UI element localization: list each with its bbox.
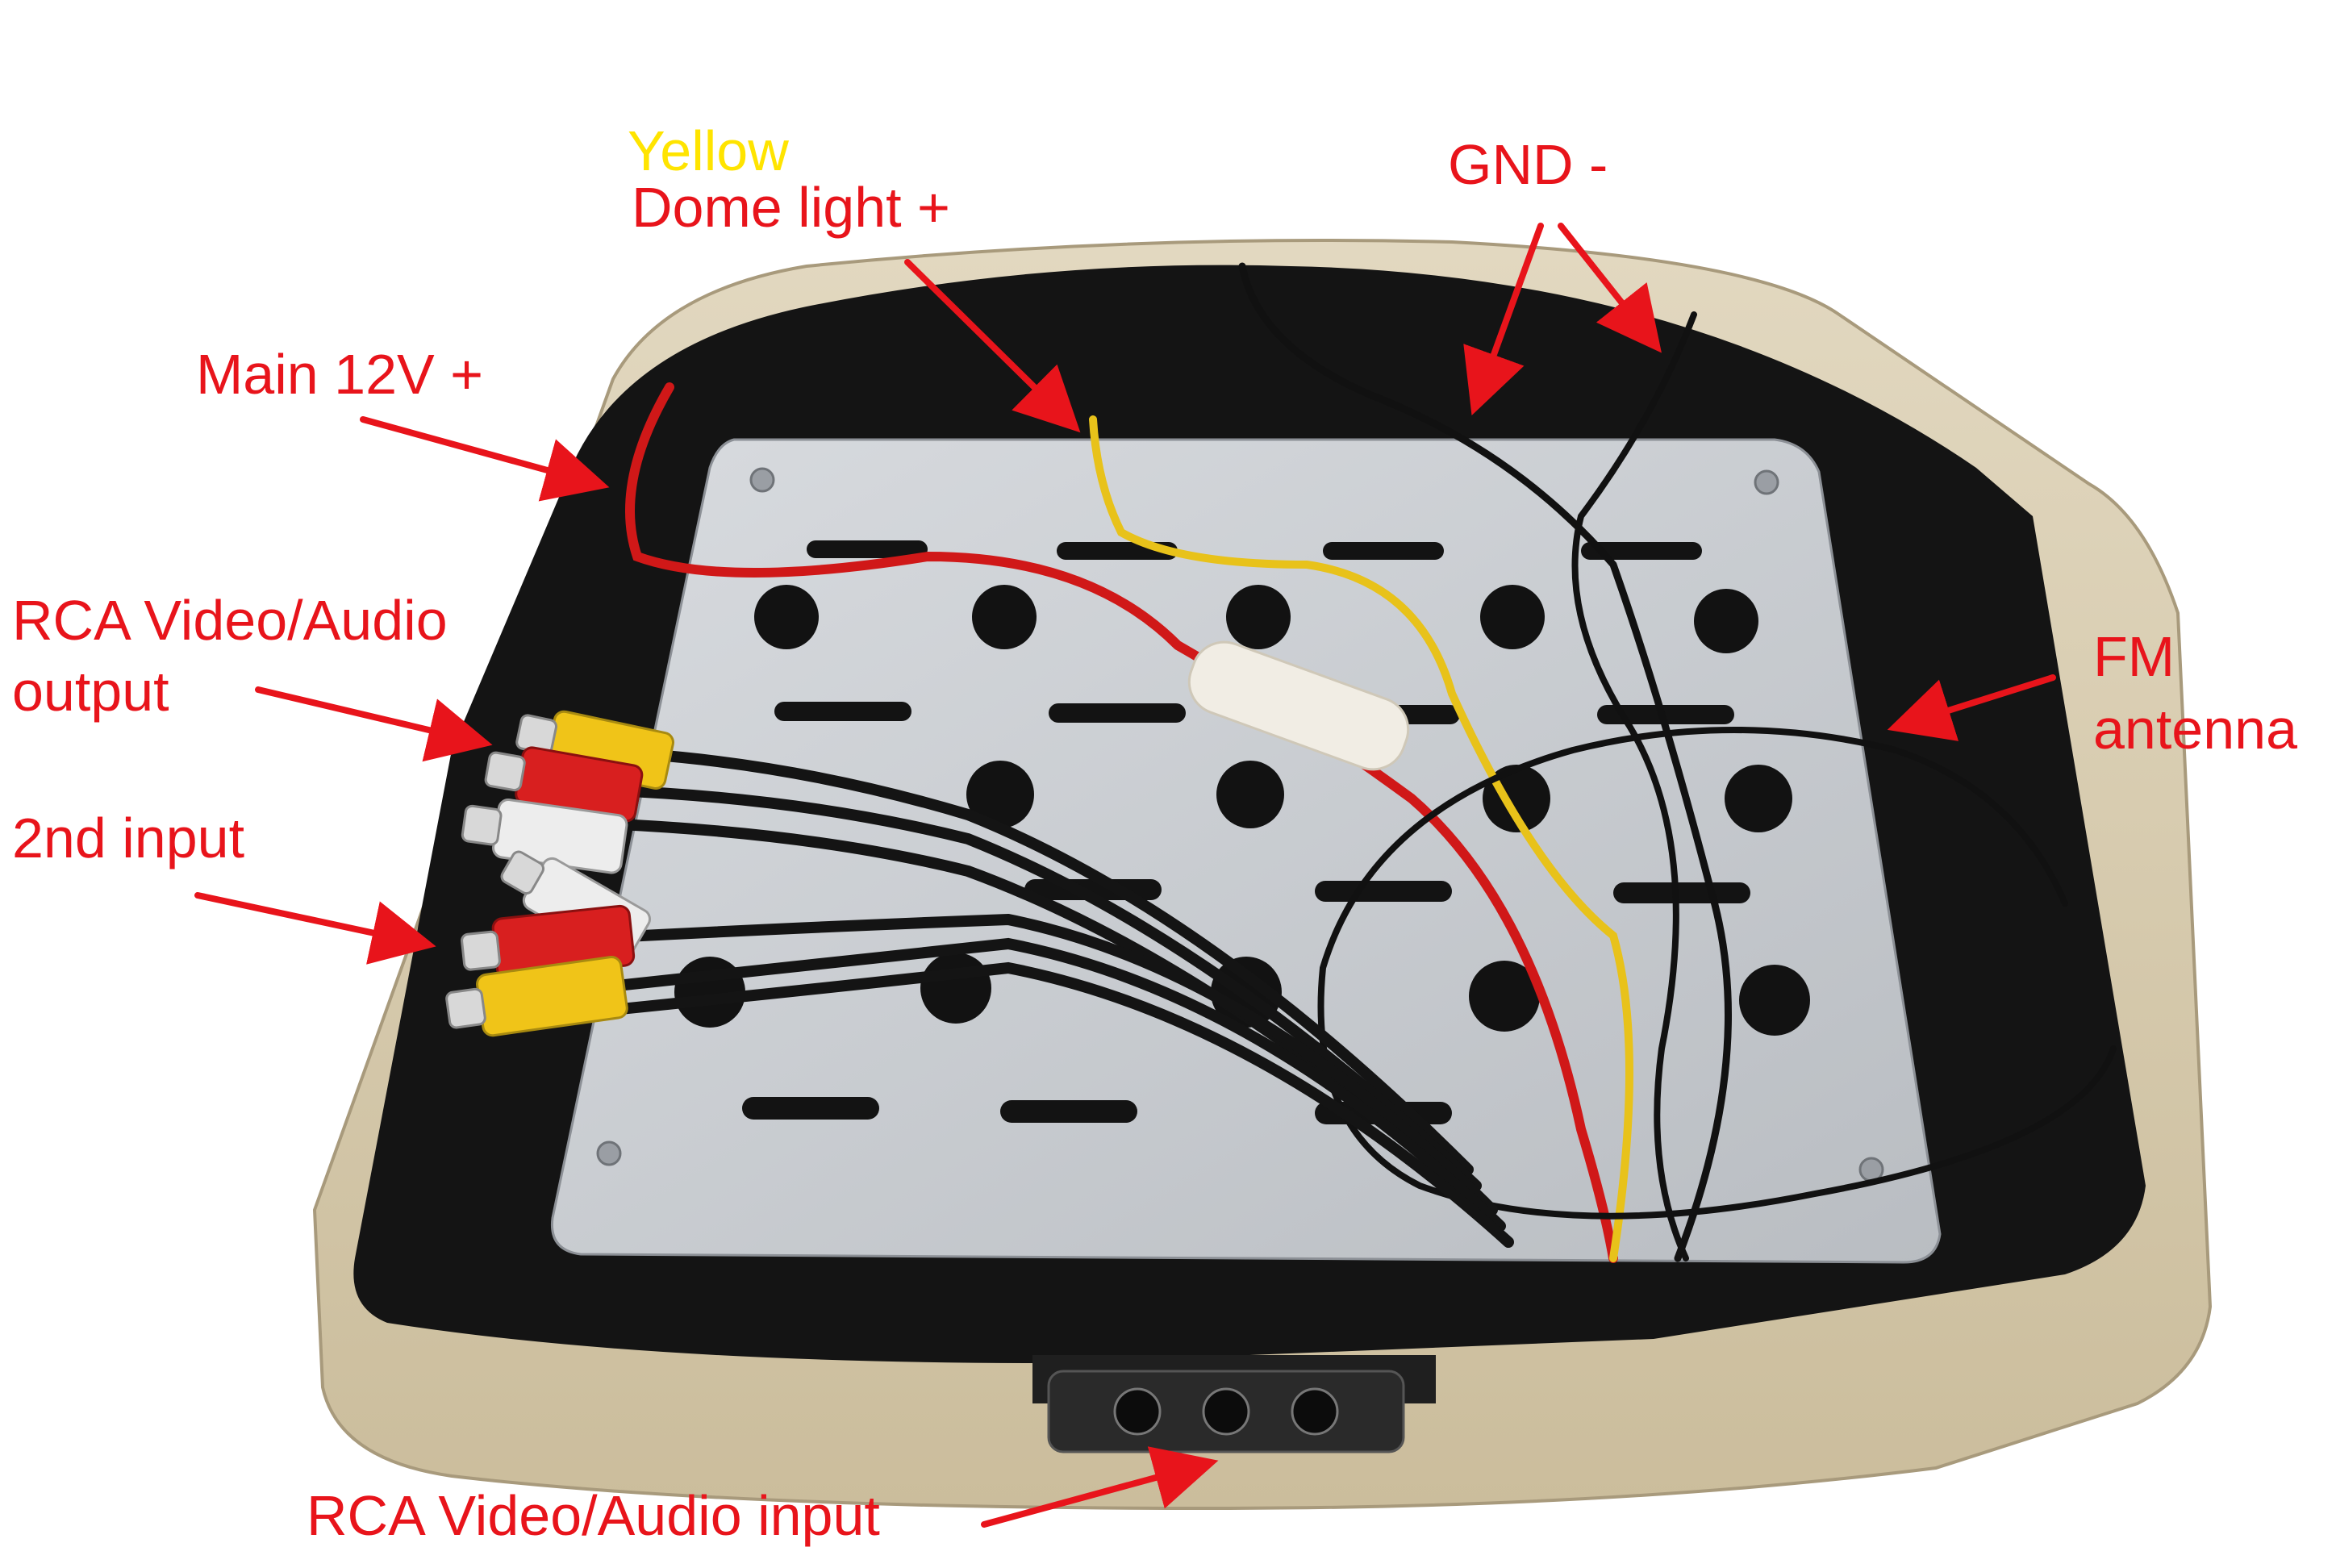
arrow-icon (1558, 223, 1662, 353)
front-rca-jacks (1047, 1370, 1405, 1453)
fuse-holder (1187, 640, 1410, 771)
callout-arrows (194, 223, 2056, 1528)
arrow-icon (1887, 674, 2056, 741)
label-rca-output-line1: RCA Video/Audio (12, 589, 448, 652)
label-yellow: Yellow (628, 119, 789, 182)
wire-yellow-dome (1089, 415, 1633, 1262)
label-second-input: 2nd input (12, 807, 245, 869)
label-rca-output-line2: output (12, 660, 169, 723)
label-gnd: GND - (1448, 133, 1608, 196)
arrow-icon (194, 892, 436, 965)
mounting-plate (550, 438, 1942, 1264)
wire-black-gnd-1 (1238, 262, 1732, 1262)
label-rca-input: RCA Video/Audio input (307, 1484, 880, 1547)
label-fm-line2: antenna (2093, 698, 2298, 761)
plate-screws (596, 467, 1884, 1182)
wire-red-main (625, 382, 1618, 1263)
label-dome-light: Dome light + (632, 176, 950, 239)
label-main-12v: Main 12V + (196, 343, 484, 406)
rca-plugs (445, 710, 674, 1037)
arrow-icon (360, 416, 610, 502)
wire-black-fm (1317, 727, 2117, 1220)
wires (543, 262, 2117, 1263)
rca-plug-icon (445, 956, 628, 1037)
arrow-icon (904, 259, 1081, 433)
arrow-icon (981, 1446, 1219, 1528)
rca-plug-icon (484, 746, 644, 823)
arrow-icon (255, 686, 493, 762)
arrow-icon (1463, 223, 1544, 416)
label-fm-line1: FM (2093, 625, 2175, 688)
